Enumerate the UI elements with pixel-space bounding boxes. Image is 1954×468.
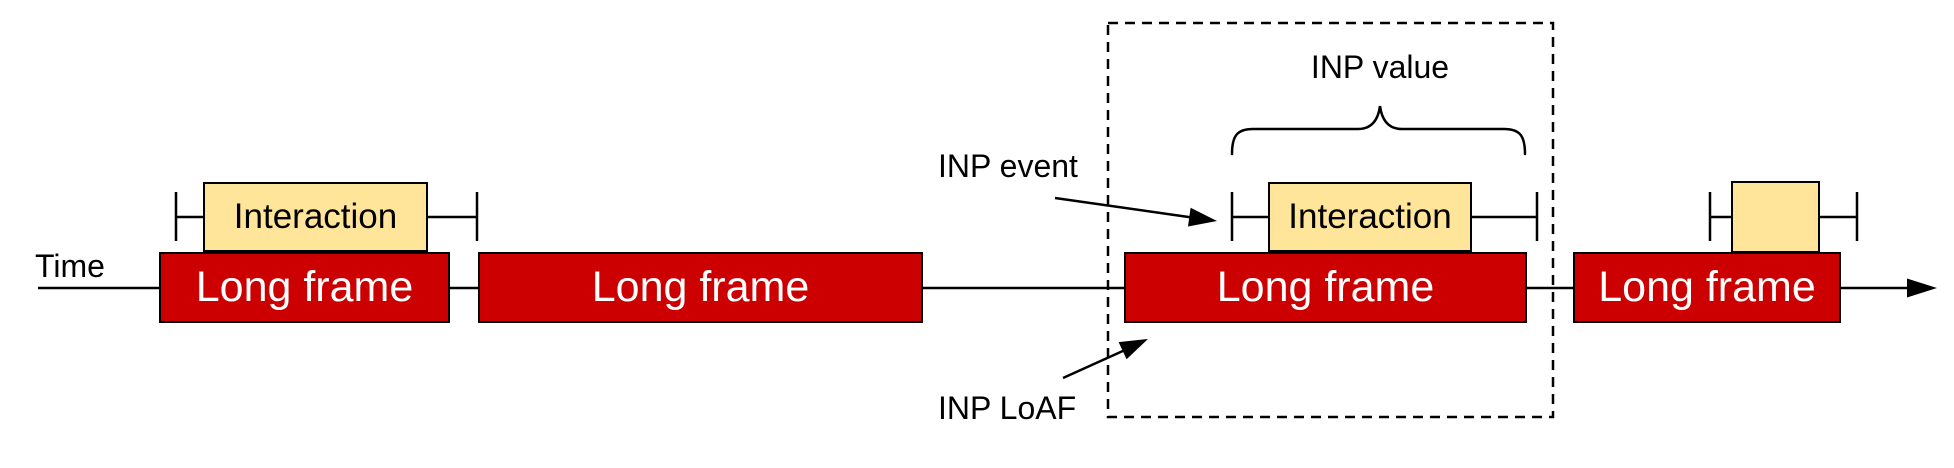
interaction-box-3 [1731,181,1820,253]
inp-interaction-box: Interaction [1268,182,1472,252]
inp-event-arrowhead-icon [1188,207,1217,227]
inp-event-label: INP event [938,148,1078,184]
inp-interaction-whiskers [1230,192,1539,241]
interaction-3-whiskers [1708,192,1859,241]
inp-loaf-arrowhead-icon [1118,339,1148,360]
long-frame-2: Long frame [478,252,923,323]
long-frame-1: Long frame [159,252,450,323]
interaction-box-1: Interaction [203,182,428,252]
inp-loaf-arrow [1062,339,1148,380]
interaction-1-whiskers [174,192,479,241]
long-frame-4: Long frame [1573,252,1841,323]
inp-loaf-label: INP LoAF [938,390,1077,426]
timeline-arrowhead-icon [1907,278,1937,298]
inp-value-brace [1230,105,1527,156]
inp-event-arrow [1054,196,1217,227]
inp-value-label: INP value [1310,49,1450,85]
long-frame-3: Long frame [1124,252,1527,323]
time-axis-label: Time [35,248,105,284]
inp-loaf-dashed-region [1106,21,1555,419]
